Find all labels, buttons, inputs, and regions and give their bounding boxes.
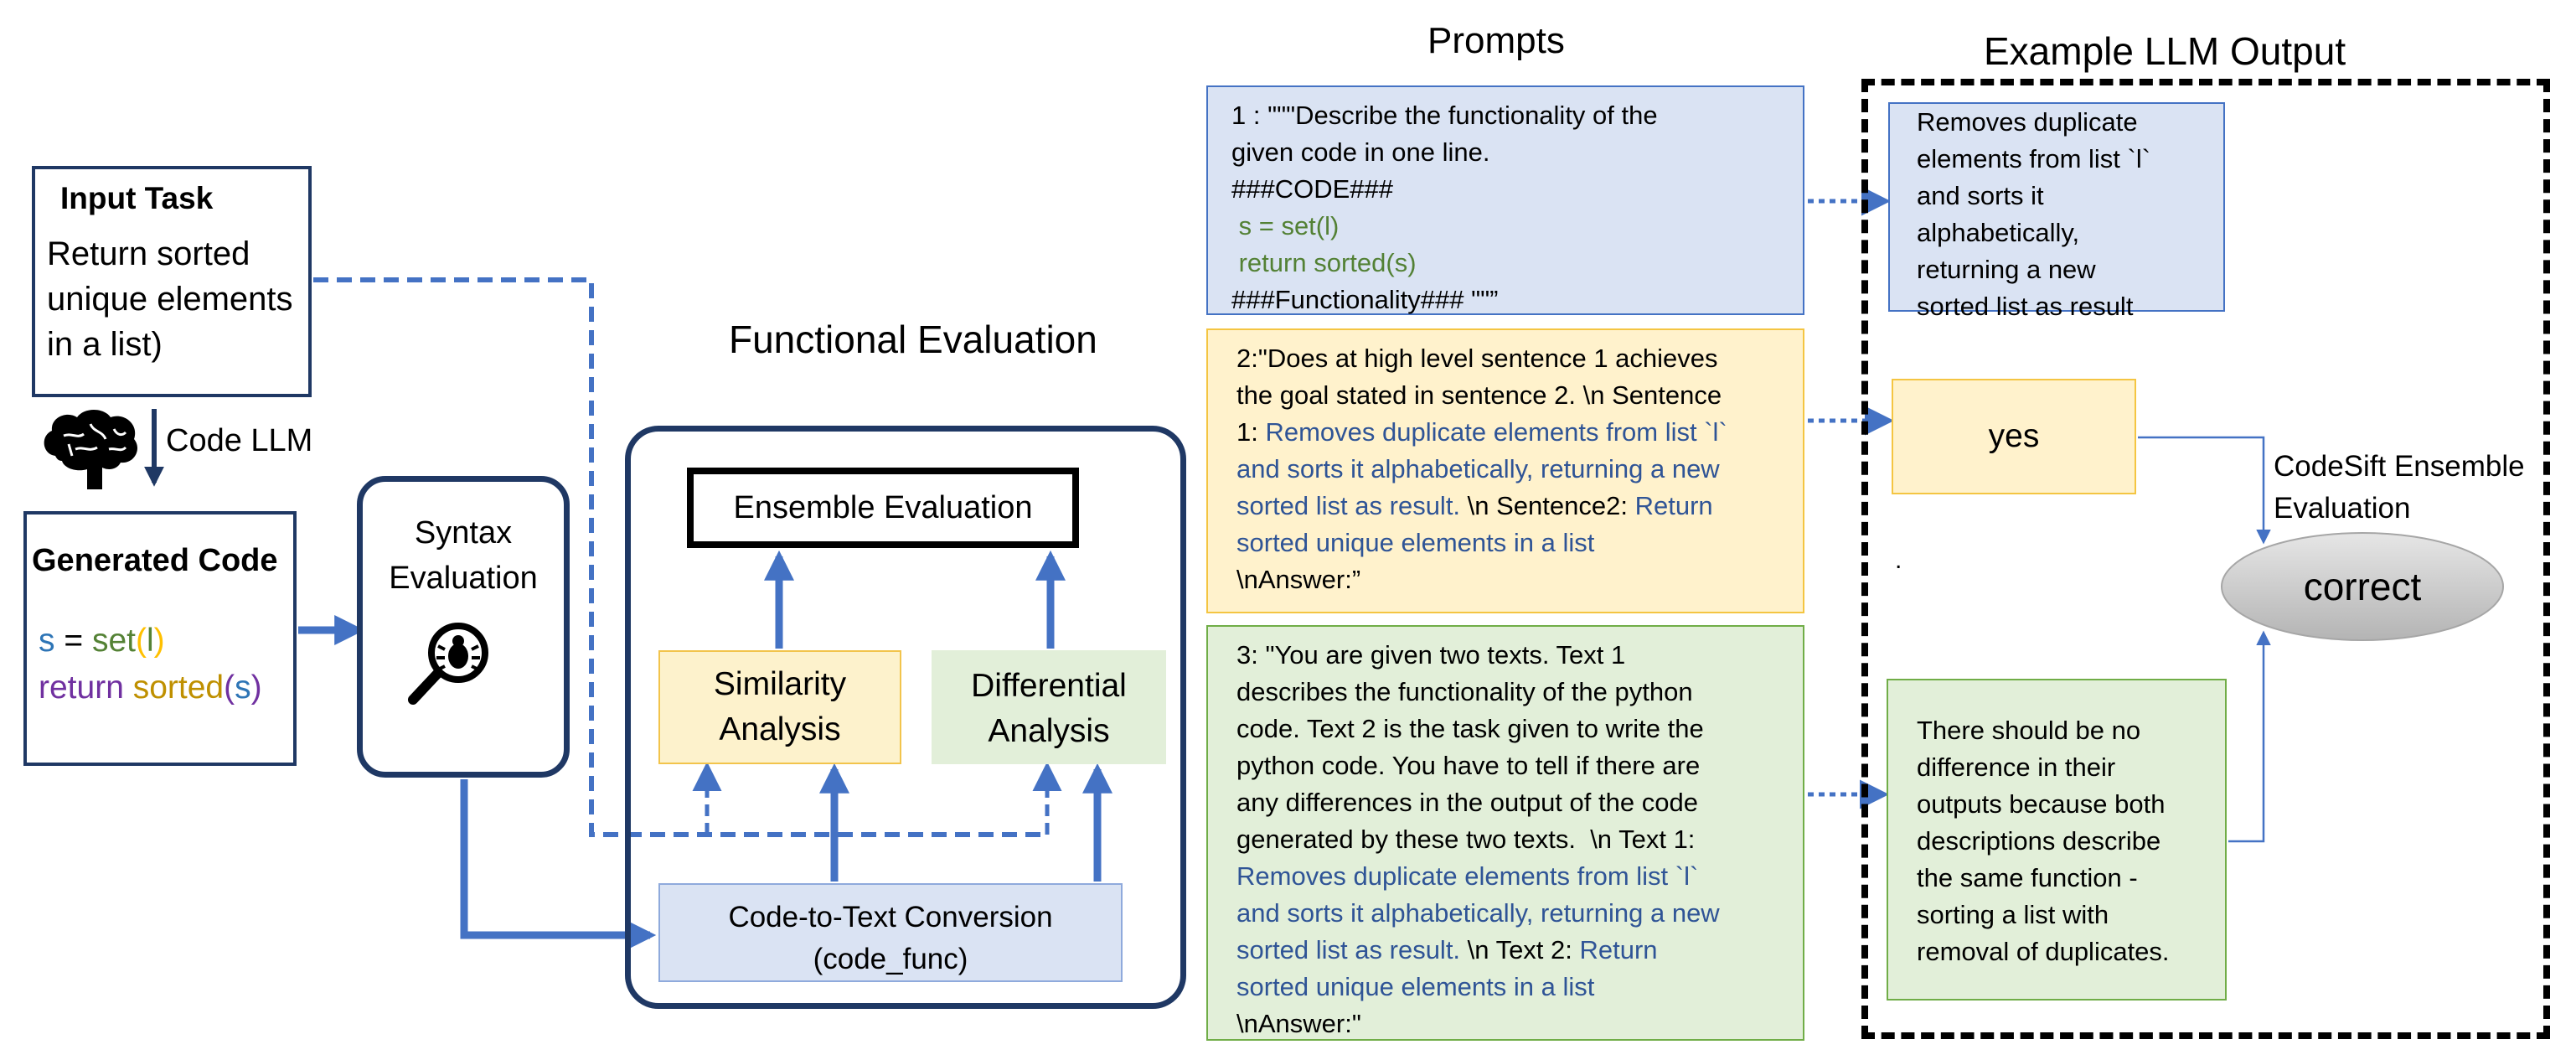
prompt-line: Removes duplicate elements from list `l` bbox=[1236, 861, 1699, 891]
prompt-3-box: 3: "You are given two texts. Text 1 desc… bbox=[1206, 625, 1804, 1041]
prompt-2-box: 2:"Does at high level sentence 1 achieve… bbox=[1206, 328, 1804, 613]
prompt-line: ###Functionality### ""” bbox=[1231, 285, 1499, 314]
conversion-label: Code-to-Text Conversion bbox=[728, 901, 1053, 933]
differential-analysis-box: Differential Analysis bbox=[932, 650, 1166, 764]
brain-icon bbox=[44, 410, 138, 489]
output-line: difference in their bbox=[1917, 752, 2116, 782]
output-1-box: Removes duplicate elements from list `l`… bbox=[1888, 102, 2225, 321]
prompt-line: the goal stated in sentence 2. \n Senten… bbox=[1236, 380, 1722, 410]
codesift-ensemble-label: CodeSift Ensemble Evaluation bbox=[2274, 446, 2525, 530]
prompt-span: 1: bbox=[1236, 417, 1266, 447]
prompt-span: \n Text 2: bbox=[1460, 935, 1580, 964]
prompt-line: and sorts it alphabetically, returning a… bbox=[1236, 454, 1720, 483]
input-task-title: Input Task bbox=[60, 181, 214, 215]
code-token bbox=[124, 670, 133, 706]
syntax-evaluation-box: Syntax Evaluation bbox=[357, 476, 570, 778]
correct-verdict-label: correct bbox=[2303, 565, 2422, 608]
syntax-label: Evaluation bbox=[389, 561, 538, 596]
prompt-line: 3: "You are given two texts. Text 1 bbox=[1236, 640, 1626, 670]
syntax-label: Syntax bbox=[414, 515, 513, 551]
prompt-code-line: s = set(l) bbox=[1231, 211, 1340, 240]
output-line: alphabetically, bbox=[1917, 218, 2080, 247]
code-line: return sorted(s) bbox=[39, 664, 293, 711]
code-token: ( bbox=[224, 670, 235, 706]
prompt-line: and sorts it alphabetically, returning a… bbox=[1236, 898, 1720, 928]
output-line: and sorts it bbox=[1917, 181, 2044, 210]
example-output-container bbox=[1861, 79, 2550, 1039]
prompt-line: 1 : """Describe the functionality of the bbox=[1231, 101, 1658, 130]
functional-evaluation-title: Functional Evaluation bbox=[729, 318, 1097, 361]
prompt-line: \nAnswer:” bbox=[1236, 565, 1361, 594]
prompt-span: sorted list as result. bbox=[1236, 935, 1461, 964]
prompt-span: Removes duplicate elements from list `l` bbox=[1265, 417, 1727, 447]
output-line: There should be no bbox=[1917, 716, 2141, 745]
output-line: removal of duplicates. bbox=[1917, 937, 2170, 966]
ensemble-evaluation-box: Ensemble Evaluation bbox=[687, 468, 1079, 548]
prompts-title: Prompts bbox=[1427, 20, 1565, 61]
prompt-line: 1: Removes duplicate elements from list … bbox=[1236, 414, 1803, 451]
prompt-line: sorted list as result. \n Text 2: Return bbox=[1236, 932, 1803, 969]
codesift-label-line: Evaluation bbox=[2274, 492, 2411, 525]
prompt-1-box: 1 : """Describe the functionality of the… bbox=[1206, 85, 1804, 315]
output-line: sorting a list with bbox=[1917, 900, 2109, 929]
code-line: s = set(l) bbox=[39, 618, 293, 664]
prompt-line: given code in one line. bbox=[1231, 137, 1490, 167]
generated-code-title: Generated Code bbox=[32, 543, 278, 578]
input-task-line: unique elements bbox=[47, 281, 293, 318]
code-token: s bbox=[39, 623, 55, 659]
code-token: l bbox=[146, 623, 154, 659]
stray-dot: . bbox=[1895, 546, 1902, 574]
input-task-box: Input Task Return sorted unique elements… bbox=[32, 166, 312, 397]
code-token: ) bbox=[153, 623, 165, 659]
differential-label: Analysis bbox=[988, 713, 1110, 749]
prompt-span: Return bbox=[1634, 491, 1713, 520]
output-line: sorted list as result bbox=[1917, 292, 2134, 321]
prompt-line: 2:"Does at high level sentence 1 achieve… bbox=[1236, 344, 1718, 373]
prompt-span: \n Sentence2: bbox=[1460, 491, 1635, 520]
similarity-analysis-box: Similarity Analysis bbox=[658, 650, 901, 764]
prompt-line: generated by these two texts. \n Text 1: bbox=[1236, 825, 1696, 854]
prompt-line: code. Text 2 is the task given to write … bbox=[1236, 714, 1704, 743]
syntax-to-conversion-arrow bbox=[460, 779, 657, 950]
code-token: sorted bbox=[132, 670, 225, 706]
bug-magnifier-icon bbox=[408, 623, 488, 705]
prompt-code-line: return sorted(s) bbox=[1231, 248, 1417, 277]
output-line: returning a new bbox=[1917, 255, 2096, 284]
output-line: elements from list `l` bbox=[1917, 144, 2151, 173]
code-token: set bbox=[91, 623, 136, 659]
similarity-label: Analysis bbox=[719, 711, 841, 747]
code-token: ( bbox=[135, 623, 147, 659]
example-output-title: Example LLM Output bbox=[1984, 29, 2346, 73]
functional-evaluation-container bbox=[625, 426, 1186, 1009]
output-2-box: yes bbox=[1892, 379, 2136, 494]
prompt-line: sorted unique elements in a list bbox=[1236, 972, 1595, 1001]
prompt-line: \nAnswer:" bbox=[1236, 1009, 1361, 1038]
output-line: the same function - bbox=[1917, 863, 2138, 892]
prompt-line: sorted unique elements in a list bbox=[1236, 528, 1595, 557]
code-to-text-conversion-box: Code-to-Text Conversion (code_func) bbox=[658, 883, 1123, 982]
code-token: ) bbox=[250, 670, 262, 706]
prompt-line: describes the functionality of the pytho… bbox=[1236, 677, 1693, 706]
prompt-line: any differences in the output of the cod… bbox=[1236, 788, 1698, 817]
differential-label: Differential bbox=[971, 668, 1127, 704]
generated-code-box: Generated Code s = set(l) return sorted(… bbox=[23, 511, 297, 766]
input-task-line: in a list) bbox=[47, 326, 163, 363]
prompt-line: sorted list as result. \n Sentence2: Ret… bbox=[1236, 488, 1803, 525]
output-line: descriptions describe bbox=[1917, 826, 2161, 856]
code-llm-label: Code LLM bbox=[166, 423, 313, 458]
codesift-label-line: CodeSift Ensemble bbox=[2274, 450, 2525, 483]
output-3-box: There should be no difference in their o… bbox=[1887, 679, 2227, 1001]
code-token: return bbox=[39, 670, 124, 706]
conversion-label: (code_func) bbox=[813, 943, 968, 975]
code-token: s bbox=[235, 670, 251, 706]
prompt-span: sorted list as result. bbox=[1236, 491, 1461, 520]
prompt-line: python code. You have to tell if there a… bbox=[1236, 751, 1701, 780]
similarity-label: Similarity bbox=[713, 666, 847, 702]
prompt-line: ###CODE### bbox=[1231, 174, 1394, 204]
output-line: Removes duplicate bbox=[1917, 107, 2138, 137]
prompt-span: Return bbox=[1579, 935, 1658, 964]
input-task-line: Return sorted bbox=[47, 235, 250, 272]
code-token: = bbox=[54, 623, 92, 659]
output-line: outputs because both bbox=[1917, 789, 2166, 819]
